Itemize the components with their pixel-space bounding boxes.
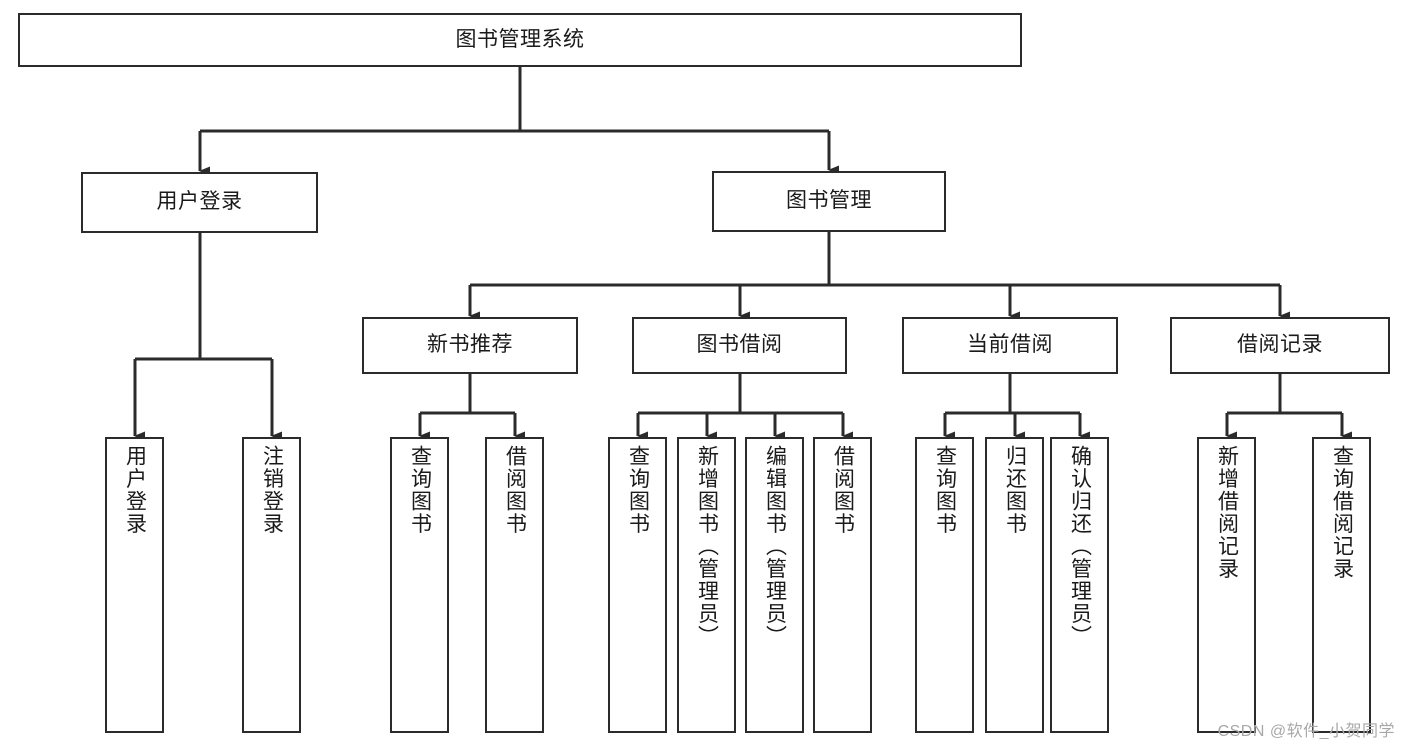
node-label: 图书管理系统 — [455, 27, 585, 51]
node-leaf-query-book-borrow[interactable]: 查询图书 — [608, 437, 667, 733]
node-label: 注销登录 — [260, 445, 284, 535]
node-leaf-borrow-book-rec[interactable]: 借阅图书 — [485, 437, 544, 733]
node-label: 图书管理 — [786, 189, 872, 213]
node-leaf-borrow-book[interactable]: 借阅图书 — [813, 437, 872, 733]
node-book-borrow[interactable]: 图书借阅 — [632, 317, 847, 374]
node-label: 用户登录 — [123, 445, 147, 535]
node-label: 借阅图书 — [503, 445, 527, 535]
node-new-book-rec[interactable]: 新书推荐 — [362, 317, 578, 374]
node-borrow-record[interactable]: 借阅记录 — [1170, 317, 1390, 374]
node-book-manage[interactable]: 图书管理 — [712, 171, 946, 232]
node-label: 新增借阅记录 — [1215, 445, 1239, 580]
node-leaf-query-record[interactable]: 查询借阅记录 — [1312, 437, 1371, 733]
node-leaf-add-record[interactable]: 新增借阅记录 — [1197, 437, 1256, 733]
node-label: 新增图书（管理员） — [695, 445, 719, 648]
node-leaf-return-book[interactable]: 归还图书 — [985, 437, 1044, 733]
node-label: 用户登录 — [156, 190, 243, 214]
node-label: 归还图书 — [1003, 445, 1027, 535]
node-leaf-confirm-return[interactable]: 确认归还（管理员） — [1050, 437, 1109, 733]
node-root[interactable]: 图书管理系统 — [18, 13, 1022, 67]
node-label: 借阅图书 — [831, 445, 855, 535]
node-leaf-query-book-rec[interactable]: 查询图书 — [390, 437, 449, 733]
node-user-login[interactable]: 用户登录 — [81, 172, 318, 233]
node-label: 借阅记录 — [1237, 333, 1323, 357]
node-label: 查询图书 — [626, 445, 650, 535]
node-leaf-query-book-cur[interactable]: 查询图书 — [915, 437, 974, 733]
node-label: 新书推荐 — [427, 333, 513, 357]
node-label: 当前借阅 — [967, 333, 1053, 357]
node-label: 查询图书 — [408, 445, 432, 535]
node-label: 编辑图书（管理员） — [763, 445, 787, 648]
node-label: 查询图书 — [933, 445, 957, 535]
node-leaf-logout[interactable]: 注销登录 — [242, 437, 301, 733]
node-leaf-user-login[interactable]: 用户登录 — [105, 437, 164, 733]
node-leaf-edit-book[interactable]: 编辑图书（管理员） — [745, 437, 804, 733]
node-label: 确认归还（管理员） — [1068, 445, 1092, 648]
node-leaf-add-book[interactable]: 新增图书（管理员） — [677, 437, 736, 733]
node-label: 查询借阅记录 — [1330, 445, 1354, 580]
csdn-watermark: CSDN @软件_小贺同学 — [1217, 723, 1395, 740]
node-current-borrow[interactable]: 当前借阅 — [902, 317, 1118, 374]
node-label: 图书借阅 — [696, 333, 783, 357]
